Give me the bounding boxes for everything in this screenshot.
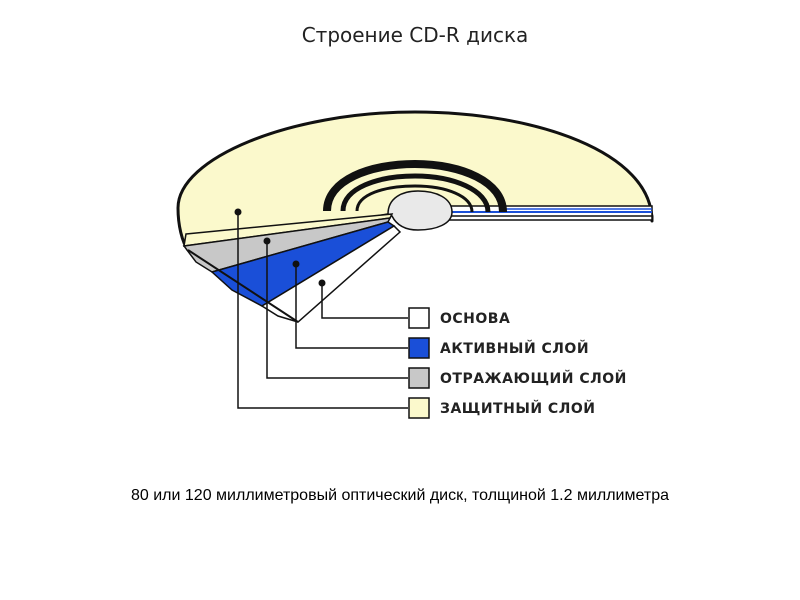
- hub-center: [387, 190, 453, 231]
- leader-dot-base: [318, 279, 326, 287]
- leader-line-reflective: [266, 241, 408, 379]
- legend-label-active: АКТИВНЫЙ СЛОЙ: [440, 340, 589, 357]
- diagram-caption: 80 или 120 миллиметровый оптический диск…: [131, 487, 669, 504]
- leader-line-protective: [237, 212, 408, 409]
- legend-label-protective: ЗАЩИТНЫЙ СЛОЙ: [440, 400, 595, 417]
- hub-outer-ring: [323, 159, 507, 213]
- legend-swatch-base: [408, 307, 430, 329]
- legend-label-base: ОСНОВА: [440, 311, 510, 327]
- diagram-title: Строение CD-R диска: [302, 23, 529, 47]
- legend-swatch-active: [408, 337, 430, 359]
- leader-dot-active: [292, 260, 300, 268]
- legend-swatch-reflective: [408, 367, 430, 389]
- wedge-bottom-edge: [187, 249, 299, 323]
- leader-dot-protective: [234, 208, 242, 216]
- disc-top-surface: [176, 110, 654, 252]
- legend-swatch-protective: [408, 397, 430, 419]
- leader-line-active: [295, 264, 408, 349]
- leader-dot-reflective: [263, 237, 271, 245]
- hub-inner-ring: [355, 184, 474, 213]
- hub-middle-ring: [340, 173, 491, 213]
- legend-label-reflective: ОТРАЖАЮЩИЙ СЛОЙ: [440, 370, 627, 387]
- leader-line-base: [321, 283, 408, 319]
